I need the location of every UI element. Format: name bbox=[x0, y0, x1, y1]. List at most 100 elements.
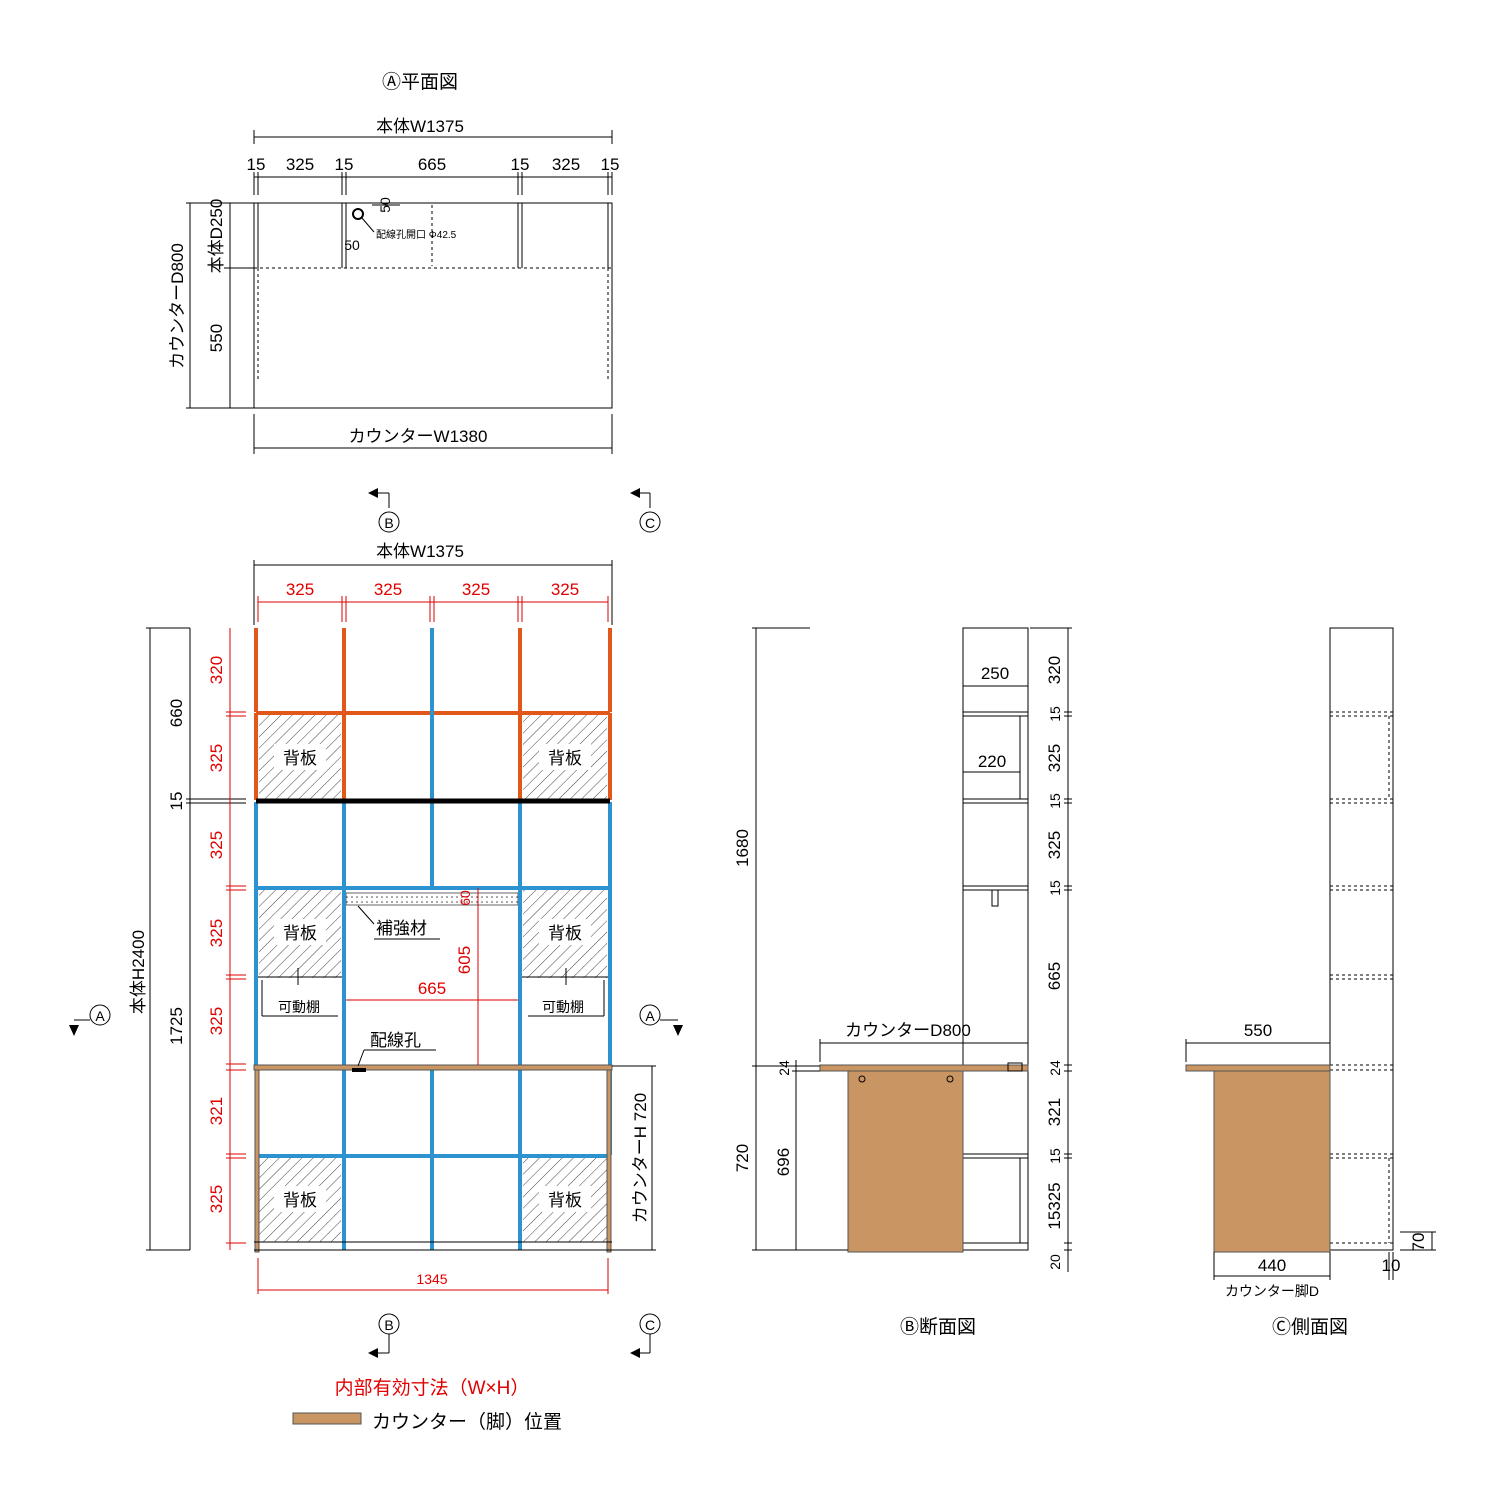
reinforcement-panel bbox=[345, 892, 519, 906]
section-b-r15a: 15 bbox=[1047, 706, 1063, 722]
front-r321: 321 bbox=[207, 1097, 226, 1125]
front-body-height: 本体H2400 bbox=[129, 930, 148, 1014]
front-r325b: 325 bbox=[207, 831, 226, 859]
counter-leg-left bbox=[254, 1069, 260, 1253]
section-b-r20: 20 bbox=[1047, 1254, 1063, 1270]
plan-counter-depth: カウンターD800 bbox=[168, 243, 187, 369]
backboard-label-5: 背板 bbox=[283, 1191, 317, 1210]
section-b-r15d: 15 bbox=[1047, 1148, 1063, 1164]
wiring-label: 配線孔 bbox=[370, 1031, 421, 1050]
marker-b-bottom: B bbox=[384, 1317, 393, 1333]
backboard-label-6: 背板 bbox=[548, 1191, 582, 1210]
section-b-title: Ⓑ断面図 bbox=[900, 1316, 976, 1338]
legend-counter-swatch bbox=[292, 1412, 362, 1425]
marker-b-top: B bbox=[384, 515, 393, 531]
legend: 内部有効寸法（W×H） カウンター（脚）位置 bbox=[292, 1377, 562, 1433]
side-c-body bbox=[1329, 627, 1394, 1251]
side-c-counter-leg bbox=[1213, 1070, 1331, 1253]
plan-seg-15c: 15 bbox=[511, 155, 530, 174]
section-b: 250 220 カウンターD800 1680 720 24 696 bbox=[733, 627, 1072, 1338]
plan-seg-325b: 325 bbox=[552, 155, 580, 174]
section-b-r15c: 15 bbox=[1047, 880, 1063, 896]
section-b-body bbox=[962, 627, 1029, 1251]
section-b-h1680: 1680 bbox=[733, 829, 752, 867]
side-c-title: Ⓒ側面図 bbox=[1272, 1316, 1348, 1338]
front-col4: 325 bbox=[551, 580, 579, 599]
plan-seg-15a: 15 bbox=[247, 155, 266, 174]
section-b-counter-leg bbox=[847, 1070, 964, 1253]
front-w1345: 1345 bbox=[416, 1271, 447, 1287]
plan-seg-665: 665 bbox=[418, 155, 446, 174]
marker-c-bottom: C bbox=[645, 1317, 655, 1333]
backboard-label-2: 背板 bbox=[548, 749, 582, 768]
side-c: 550 440 カウンター脚D 10 70 Ⓒ側面図 bbox=[1185, 627, 1436, 1338]
section-b-h24: 24 bbox=[776, 1060, 792, 1076]
front-r325d: 325 bbox=[207, 1007, 226, 1035]
front-r325c: 325 bbox=[207, 919, 226, 947]
section-b-r15325: 15325 bbox=[1045, 1182, 1064, 1229]
section-b-r325a: 325 bbox=[1045, 744, 1064, 772]
marker-a-left: A bbox=[95, 1008, 105, 1024]
side-c-counter-top bbox=[1185, 1064, 1331, 1072]
section-b-d250: 250 bbox=[981, 664, 1009, 683]
section-b-d220: 220 bbox=[978, 752, 1006, 771]
section-markers: B C A A B C bbox=[69, 488, 683, 1358]
front-w665: 665 bbox=[418, 979, 446, 998]
section-b-r24: 24 bbox=[1047, 1060, 1063, 1076]
section-b-r665: 665 bbox=[1045, 962, 1064, 990]
wiring-hole-icon bbox=[352, 208, 364, 220]
plan-body-width: 本体W1375 bbox=[376, 117, 464, 136]
section-b-h696: 696 bbox=[774, 1148, 793, 1176]
legend-counter-position: カウンター（脚）位置 bbox=[372, 1411, 562, 1433]
side-c-h70: 70 bbox=[1409, 1233, 1428, 1252]
section-b-r325b: 325 bbox=[1045, 831, 1064, 859]
section-b-r321: 321 bbox=[1045, 1098, 1064, 1126]
backboard-label-1: 背板 bbox=[283, 749, 317, 768]
side-c-d550: 550 bbox=[1244, 1021, 1272, 1040]
plan-seg-325a: 325 bbox=[286, 155, 314, 174]
front-r320: 320 bbox=[207, 656, 226, 684]
side-c-d10: 10 bbox=[1382, 1256, 1401, 1275]
counter-top-front bbox=[253, 1064, 613, 1071]
front-h15: 15 bbox=[167, 792, 186, 811]
movable-shelf-label-left: 可動棚 bbox=[278, 999, 320, 1015]
front-body-width: 本体W1375 bbox=[376, 542, 464, 561]
legend-inner-dimensions: 内部有効寸法（W×H） bbox=[335, 1377, 530, 1399]
front-r325a: 325 bbox=[207, 744, 226, 772]
section-b-counter-top bbox=[819, 1064, 1029, 1072]
plan-counter-width: カウンターW1380 bbox=[349, 427, 488, 446]
front-elevation: 本体W1375 325 325 325 325 背板 背板 背板 背 bbox=[129, 542, 656, 1294]
front-col3: 325 bbox=[462, 580, 490, 599]
plan-hole-50b: 50 bbox=[344, 237, 360, 253]
section-b-r15b: 15 bbox=[1047, 793, 1063, 809]
plan-counter-outline bbox=[253, 202, 613, 409]
reinforce-label: 補強材 bbox=[376, 919, 427, 938]
plan-seg-15d: 15 bbox=[601, 155, 620, 174]
side-c-leg-depth: カウンター脚D bbox=[1225, 1283, 1319, 1299]
counter-leg-right bbox=[606, 1069, 612, 1253]
front-r325e: 325 bbox=[207, 1185, 226, 1213]
movable-shelf-label-right: 可動棚 bbox=[542, 999, 584, 1015]
front-h1725: 1725 bbox=[167, 1007, 186, 1045]
marker-c-top: C bbox=[645, 515, 655, 531]
section-b-counter-depth: カウンターD800 bbox=[845, 1021, 971, 1040]
front-col1: 325 bbox=[286, 580, 314, 599]
plan-d550: 550 bbox=[207, 324, 226, 352]
front-col2: 325 bbox=[374, 580, 402, 599]
backboard-label-3: 背板 bbox=[283, 924, 317, 943]
section-b-h720: 720 bbox=[733, 1144, 752, 1172]
backboard-label-4: 背板 bbox=[548, 924, 582, 943]
side-c-d440: 440 bbox=[1258, 1256, 1286, 1275]
section-b-r320: 320 bbox=[1045, 656, 1064, 684]
front-h660: 660 bbox=[167, 699, 186, 727]
plan-view: Ⓐ平面図 本体W1375 15 325 15 665 15 325 15 bbox=[168, 71, 619, 454]
plan-seg-15b: 15 bbox=[335, 155, 354, 174]
front-h605: 605 bbox=[455, 946, 474, 974]
marker-a-right: A bbox=[645, 1008, 655, 1024]
plan-title: Ⓐ平面図 bbox=[382, 71, 458, 93]
plan-body-depth: 本体D250 bbox=[207, 199, 226, 274]
front-counter-height: カウンターH 720 bbox=[631, 1093, 650, 1223]
plan-hole-label: 配線孔開口 Φ42.5 bbox=[376, 228, 457, 241]
front-h60: 60 bbox=[457, 890, 473, 906]
